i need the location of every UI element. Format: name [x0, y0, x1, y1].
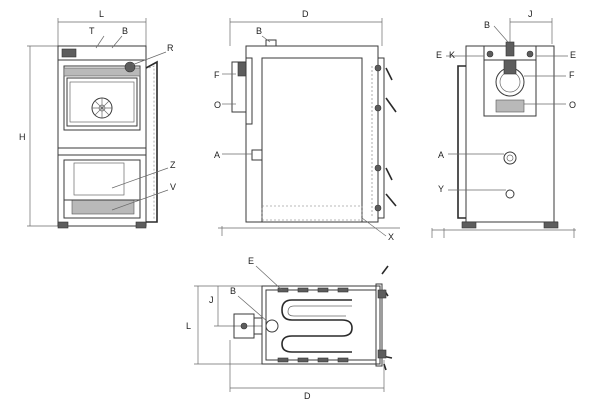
label-D-top: D	[304, 391, 311, 401]
label-D-side: D	[302, 9, 309, 19]
label-K: K	[449, 50, 455, 60]
label-O-rear: O	[569, 100, 576, 110]
rear-view: J B E K E F O	[431, 9, 576, 238]
label-B-front: B	[122, 26, 128, 36]
label-E-top: E	[248, 256, 254, 266]
label-L-top: L	[186, 321, 191, 331]
label-A-side: A	[214, 150, 220, 160]
label-Z: Z	[170, 160, 176, 170]
label-H: H	[19, 132, 26, 142]
label-L-front: L	[99, 9, 104, 19]
label-X: X	[388, 232, 394, 242]
label-B-side: B	[256, 26, 262, 36]
label-B-rear: B	[484, 20, 490, 30]
label-T-front: T	[89, 26, 95, 36]
label-E-rear-left: E	[436, 50, 442, 60]
label-F-side: F	[214, 70, 220, 80]
label-Y: Y	[438, 184, 444, 194]
top-view: L J D E B	[186, 256, 393, 401]
label-R: R	[167, 43, 174, 53]
label-E-rear-right: E	[570, 50, 576, 60]
front-view: L H T B	[19, 9, 176, 229]
label-F-rear: F	[569, 70, 575, 80]
side-view: D B F O A X	[214, 9, 400, 242]
label-J-rear: J	[528, 9, 533, 19]
label-J-top: J	[209, 295, 214, 305]
label-B-top: B	[230, 286, 236, 296]
label-O-side: O	[214, 100, 221, 110]
label-A-rear: A	[438, 150, 444, 160]
label-V: V	[170, 182, 176, 192]
